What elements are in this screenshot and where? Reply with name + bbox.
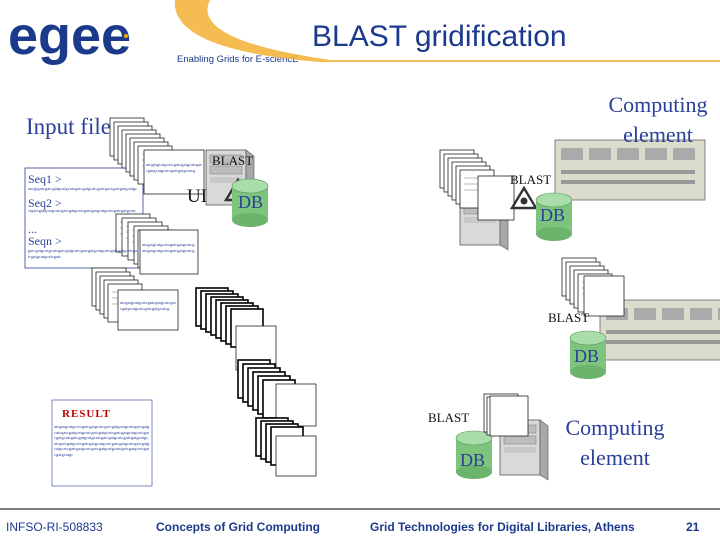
slide-header: egee BLAST gridification Enabling Grids … — [0, 0, 720, 70]
sequence-card-top: atcgatgcatgcatcgatcgatgcatcgatcgatgcatgc… — [146, 162, 202, 173]
db-label-ce-mid: DB — [574, 346, 600, 366]
footer-course: Concepts of Grid Computing — [156, 520, 320, 534]
egee-logo: egee — [8, 6, 131, 66]
diagram-graphics — [24, 0, 720, 487]
db-label-ce-top: DB — [540, 205, 566, 225]
page-number: 21 — [686, 520, 700, 534]
slide-title: BLAST gridification — [312, 20, 567, 53]
sequence-2-data: ctgatcgatgcatgcatcgatcgatgcatcgatcgatgca… — [28, 208, 137, 213]
input-file-label: Input file — [26, 114, 111, 139]
result-data: atcgatgcatgcatcgatcgatgcatcgatcgatgcatgc… — [54, 424, 150, 457]
result-title: RESULT — [62, 408, 112, 420]
sequence-1: Seq1 > — [28, 172, 62, 186]
logo-text: egee — [8, 6, 131, 66]
footer-project-id: INFSO-RI-508833 — [6, 520, 103, 534]
computing-element-label-top: Computing element — [608, 92, 708, 147]
sequence-card-left: atcgatgcatgcatcgatcgatgcatcgatcgatgcatgc… — [120, 300, 176, 311]
blast-label-ce-bottom: BLAST — [428, 410, 470, 425]
sequence-n: Seqn > — [28, 234, 62, 248]
footer-event: Grid Technologies for Digital Libraries,… — [370, 520, 635, 534]
blast-label-ui: BLAST — [212, 153, 254, 168]
footer-divider — [0, 508, 720, 510]
sequence-n-data: gatcgatgcatgcatcgatcgatgcatcgatcgatgcatg… — [28, 248, 138, 259]
tagline: Enabling Grids for E-sciencE — [177, 54, 299, 65]
sequence-1-data: aacgtgatcgatcgatgcatgcatcgatcgatgcatcgat… — [28, 186, 138, 191]
computing-element-label-bottom: Computing element — [565, 415, 665, 470]
blast-label-ce-top: BLAST — [510, 172, 552, 187]
db-label-ce-bottom: DB — [460, 450, 486, 470]
sequence-ellipsis: ... — [28, 222, 37, 236]
ui-label: UI — [187, 186, 208, 207]
sequence-card-mid: atcgatgcatgcatcgatcgatgcatcgatcgatgcatgc… — [142, 242, 195, 253]
sequence-2: Seq2 > — [28, 196, 62, 210]
blast-label-ce-mid: BLAST — [548, 310, 590, 325]
db-label-ui: DB — [238, 192, 264, 212]
